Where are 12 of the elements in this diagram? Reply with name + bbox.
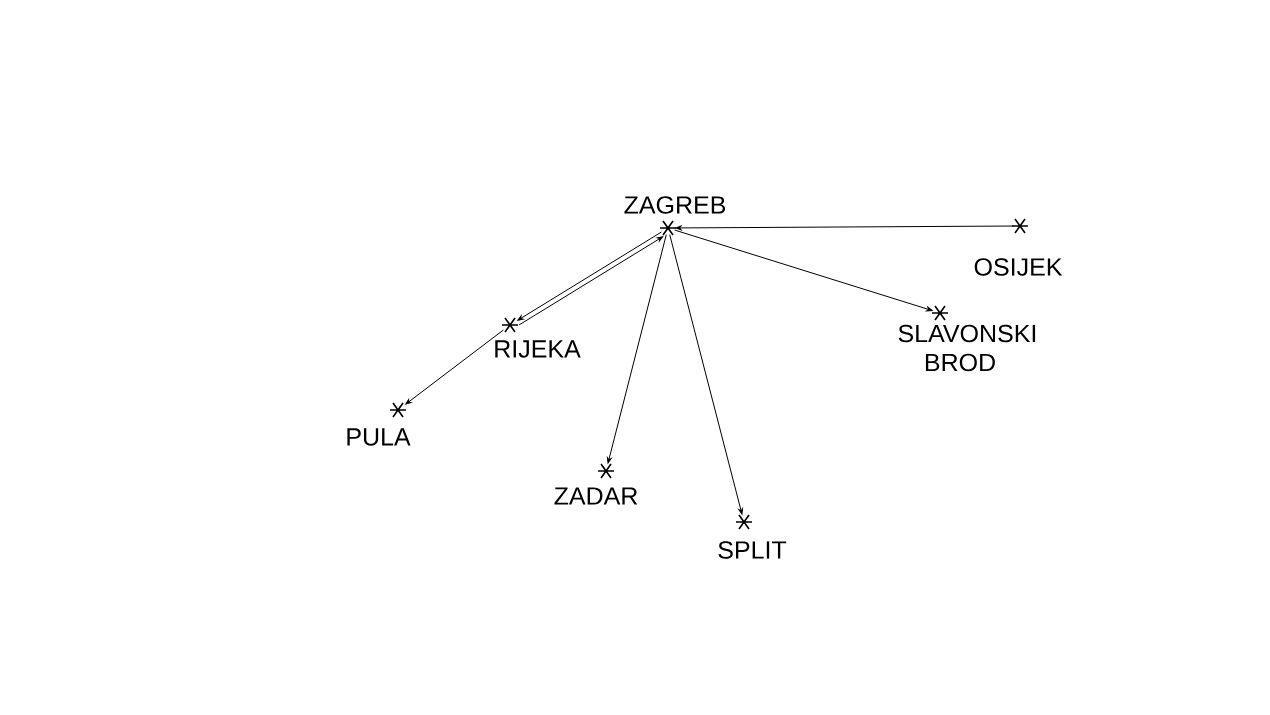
city-label: PULA <box>347 428 411 446</box>
arrow <box>606 234 667 464</box>
arrow <box>675 225 1014 231</box>
city-label: SLAVONSKI BROD <box>898 324 1036 372</box>
city-label: SPLIT <box>718 541 787 559</box>
arrow <box>674 229 933 312</box>
city-label: ZAGREB <box>624 196 726 214</box>
city-label: RIJEKA <box>495 340 581 358</box>
city-label: ZADAR <box>554 487 638 505</box>
city-label: OSIJEK <box>974 258 1063 276</box>
arrow <box>669 234 743 515</box>
arrow <box>405 329 504 405</box>
